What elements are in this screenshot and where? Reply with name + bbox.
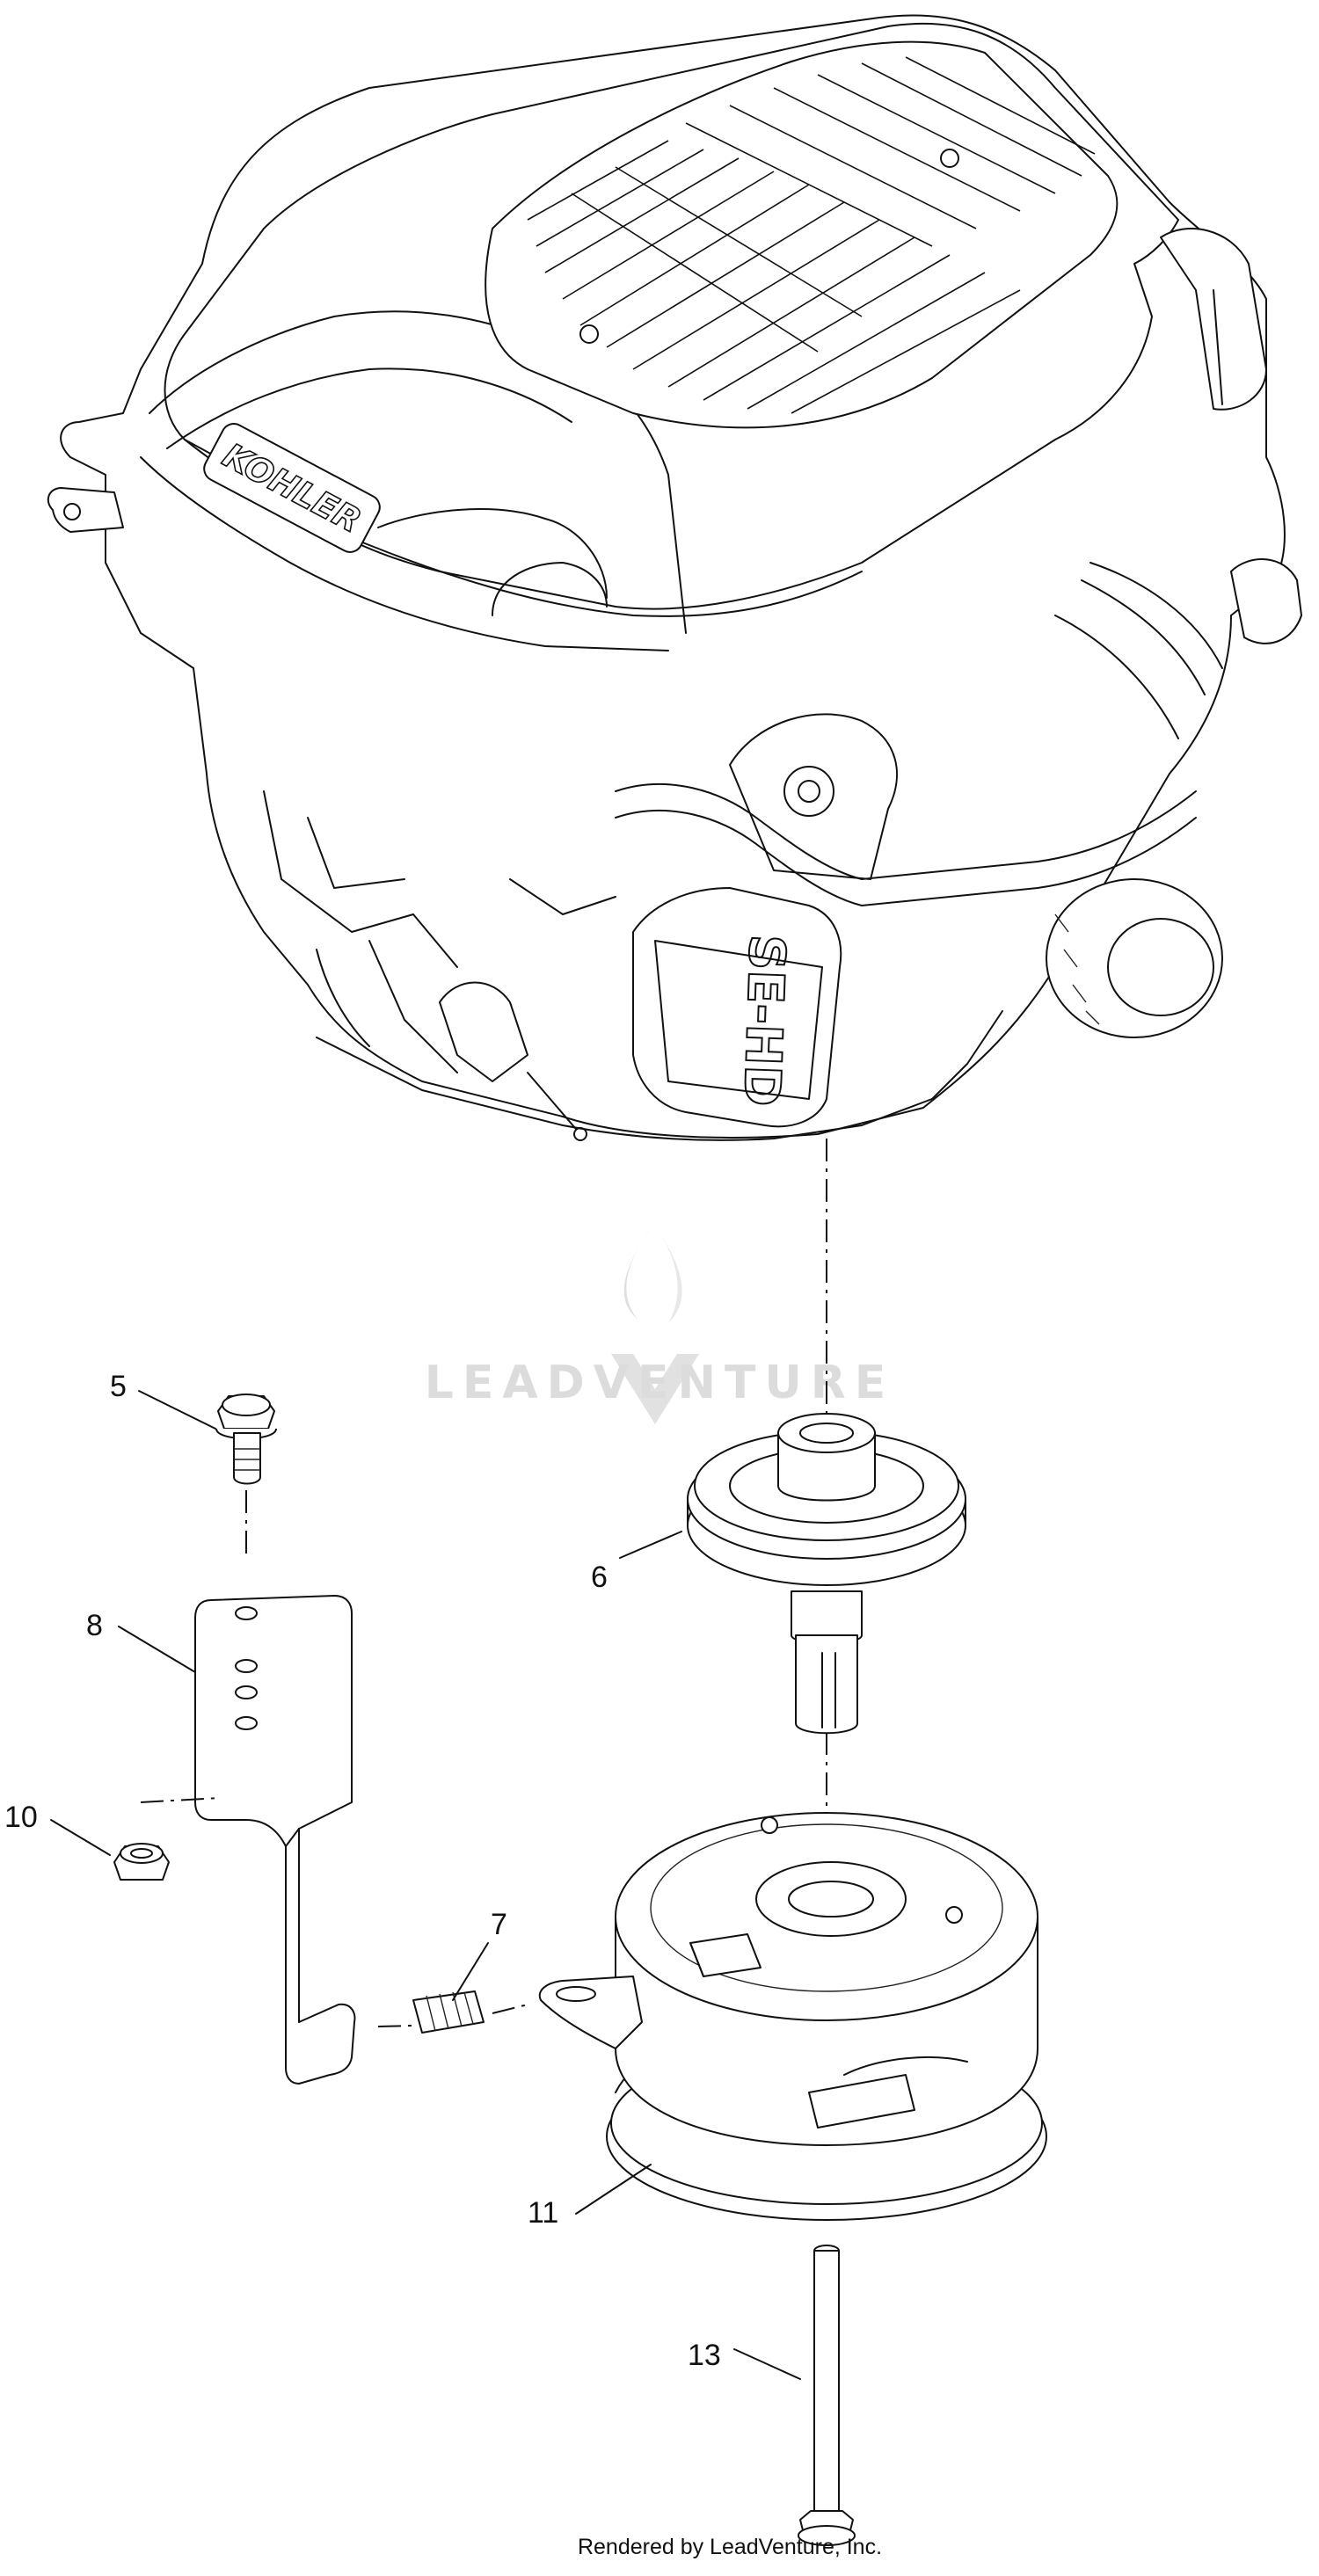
callout-10: 10 <box>4 1801 38 1834</box>
callout-7: 7 <box>491 1908 507 1941</box>
callout-13: 13 <box>688 2339 721 2372</box>
watermark-text: LEADVENTURE <box>425 1357 895 1409</box>
leader-lines <box>50 1390 801 2380</box>
part-11-clutch <box>538 1812 1047 2221</box>
part-10-nut <box>113 1843 170 1881</box>
callout-labels: 5 6 8 10 7 11 13 <box>4 1370 721 2372</box>
callout-11: 11 <box>528 2196 558 2230</box>
engine-assembly: KOHLER <box>47 14 1302 1141</box>
part-5-bolt <box>215 1394 277 1485</box>
callout-6: 6 <box>591 1561 608 1594</box>
part-13-bolt <box>798 2245 856 2546</box>
footer-credit: Rendered by LeadVenture, Inc. <box>578 2535 882 2559</box>
cooling-grille <box>527 56 1096 414</box>
part-7-spacer <box>412 1990 485 2034</box>
callout-5: 5 <box>110 1370 127 1403</box>
callout-8: 8 <box>86 1609 103 1642</box>
part-8-bracket <box>194 1595 356 2085</box>
part-6-pulley <box>687 1413 966 1735</box>
watermark: LEADVENTURE <box>425 1222 895 1424</box>
engine-right-knob <box>1046 878 1223 1038</box>
se-hd-cover: SE-HD <box>632 887 842 1128</box>
se-hd-badge-text: SE-HD <box>732 934 796 1107</box>
